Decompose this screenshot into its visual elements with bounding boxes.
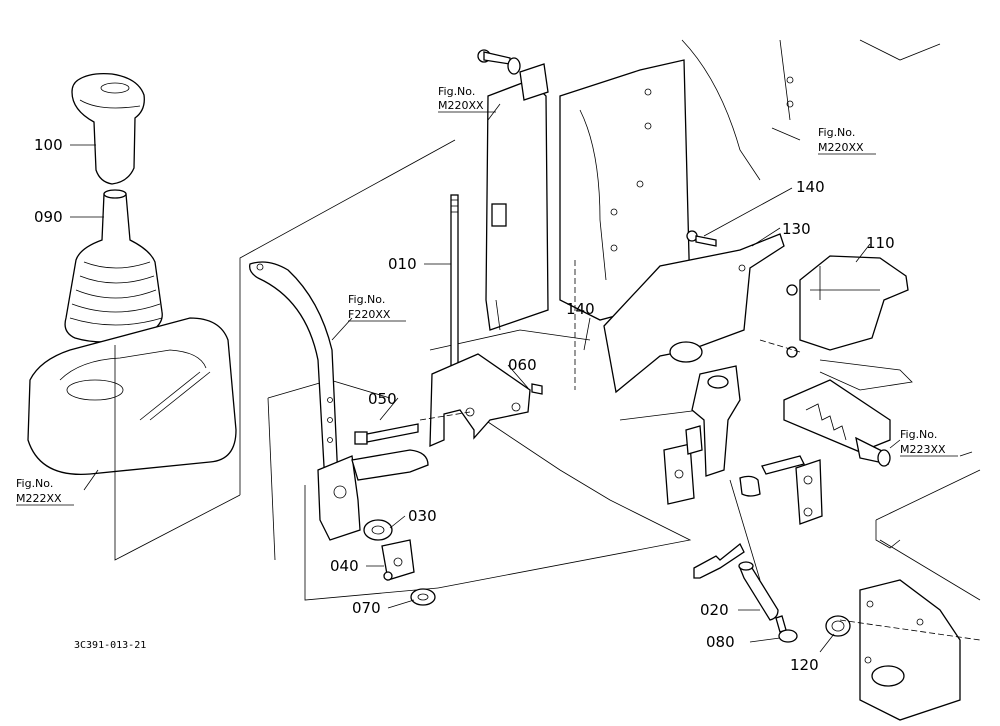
bolt-050: [354, 423, 419, 445]
bolt-080: [775, 615, 798, 643]
figure-references: Fig.No. M220XX Fig.No. M220XX Fig.No. F2…: [16, 85, 958, 506]
shift-boot: [64, 189, 163, 343]
center-lines: [419, 260, 981, 641]
part-label-050: 050: [368, 390, 397, 408]
pin-020: [738, 561, 779, 621]
part-label-130: 130: [782, 220, 811, 238]
shift-rod: [450, 194, 459, 381]
fig-ref-3-line2: F220XX: [348, 308, 391, 321]
shift-lever-arm: [249, 261, 339, 485]
part-label-120: 120: [790, 656, 819, 674]
part-label-040: 040: [330, 557, 359, 575]
part-label-070: 070: [352, 599, 381, 617]
gate-bracket-130: [603, 230, 785, 394]
fig-ref-2-line2: M220XX: [818, 141, 864, 154]
rod-bracket: [429, 353, 543, 447]
part-label-100: 100: [34, 136, 63, 154]
part-label-010: 010: [388, 255, 417, 273]
lower-frame: [825, 469, 981, 721]
part-label-080: 080: [706, 633, 735, 651]
part-label-110: 110: [866, 234, 895, 252]
fig-ref-5-line1: Fig.No.: [900, 428, 937, 441]
part-label-030: 030: [408, 507, 437, 525]
bracket-110: [786, 255, 913, 391]
fig-ref-2-line1: Fig.No.: [818, 126, 855, 139]
fig-ref-1-line2: M220XX: [438, 99, 484, 112]
bushing-030: [363, 519, 393, 541]
fig-ref-1-line1: Fig.No.: [438, 85, 475, 98]
drawing-code: 3C391-013-21: [74, 640, 146, 651]
gate-plate: [783, 379, 891, 467]
side-plate: [477, 49, 549, 331]
clip-040: [381, 539, 415, 581]
part-label-090: 090: [34, 208, 63, 226]
part-label-020: 020: [700, 601, 729, 619]
part-label-140-lower: 140: [566, 300, 595, 318]
shift-linkage: [663, 365, 823, 581]
fig-ref-3-line1: Fig.No.: [348, 293, 385, 306]
pivot-block: [317, 449, 429, 541]
part-labels: 100 090 010 050 060 030 040 070 020 080 …: [34, 136, 895, 674]
fig-ref-4-line2: M222XX: [16, 492, 62, 505]
shift-knob: [71, 72, 145, 185]
washer-070: [410, 588, 436, 606]
fig-ref-4-line1: Fig.No.: [16, 477, 53, 490]
part-label-140-upper: 140: [796, 178, 825, 196]
fig-ref-5-line2: M223XX: [900, 443, 946, 456]
construction-lines: [114, 139, 701, 601]
floor-console: [27, 317, 237, 476]
part-label-060: 060: [508, 356, 537, 374]
